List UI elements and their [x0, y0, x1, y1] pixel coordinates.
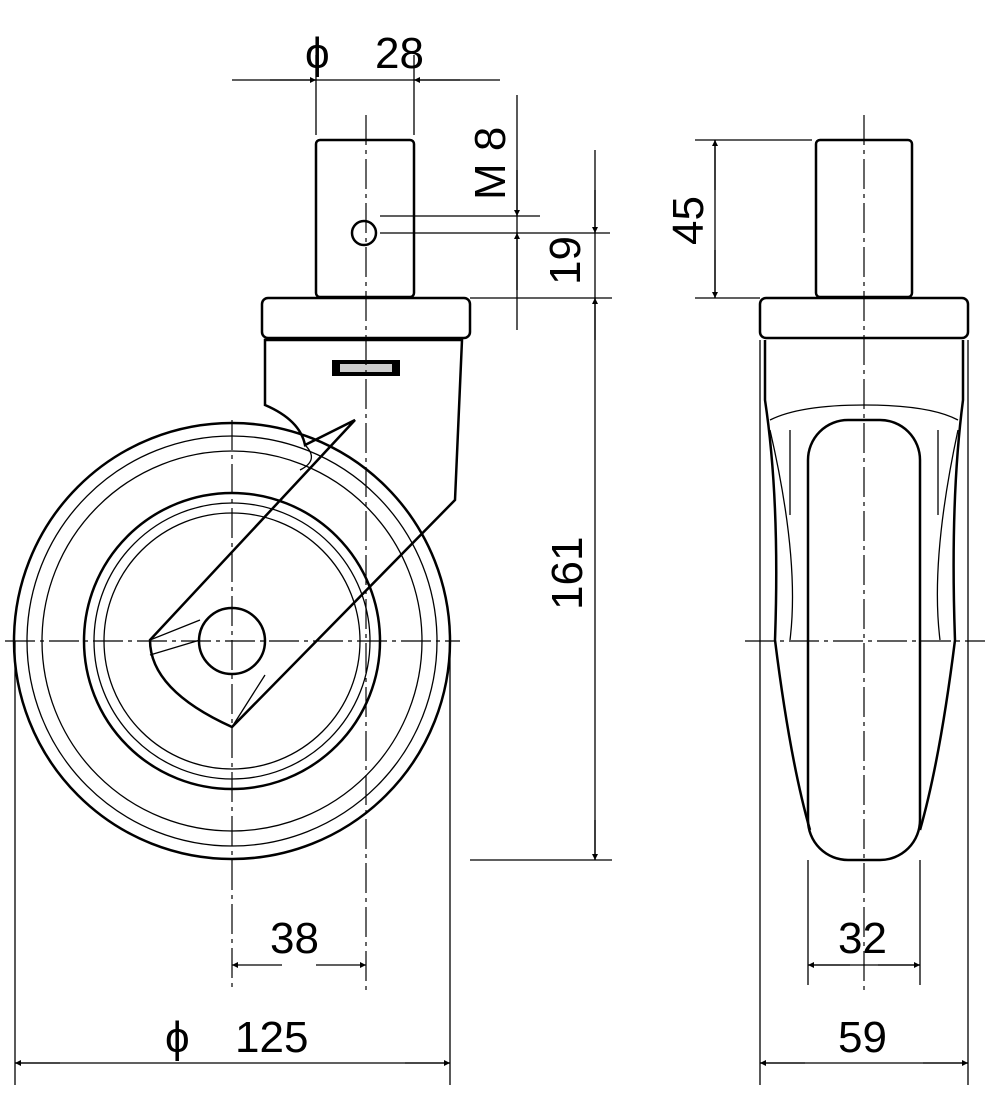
- side-view: [5, 115, 472, 990]
- brand-logo: [332, 360, 400, 376]
- dimension-labels: ϕ 28 M 8 19 161 45 38 ϕ 125 32 59: [165, 29, 887, 1062]
- stem-hole: [350, 219, 378, 247]
- phi-symbol: ϕ: [165, 1013, 190, 1062]
- fork: [148, 338, 464, 729]
- phi-symbol: ϕ: [305, 29, 330, 78]
- dim-wheel-width: 32: [838, 914, 887, 963]
- dim-stem-diameter: 28: [375, 29, 424, 78]
- front-view: [745, 115, 985, 990]
- dim-hole-offset: 19: [541, 236, 590, 285]
- dimension-lines: [14, 55, 969, 1085]
- dim-stem-length: 45: [664, 196, 713, 245]
- dim-overall-width: 59: [838, 1013, 887, 1062]
- dim-thread: M 8: [466, 127, 515, 200]
- stem: [314, 138, 416, 299]
- dim-wheel-diameter: 125: [235, 1013, 308, 1062]
- dim-swivel-offset: 38: [270, 914, 319, 963]
- dim-overall-height: 161: [543, 537, 592, 610]
- wheel-tread: [806, 418, 922, 862]
